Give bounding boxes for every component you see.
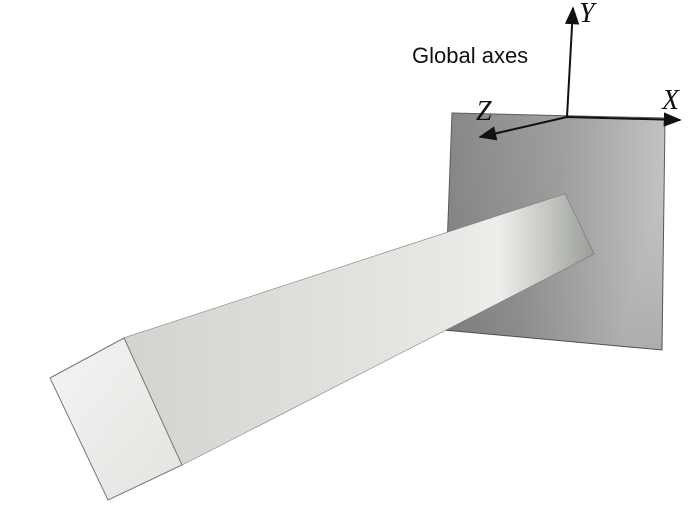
x-axis-arrow [566,112,682,127]
cantilever-beam [49,193,595,501]
y-axis-label: Y [579,0,598,29]
z-axis-arrow [478,116,568,141]
beam-end-face [49,337,183,501]
axes-caption: Global axes [412,43,528,68]
beam-top-face [124,194,594,465]
global-axes: Y X Z Global axes [412,0,682,141]
z-axis-label: Z [476,96,492,127]
y-axis-arrow [564,6,580,118]
x-axis-label: X [661,85,680,116]
